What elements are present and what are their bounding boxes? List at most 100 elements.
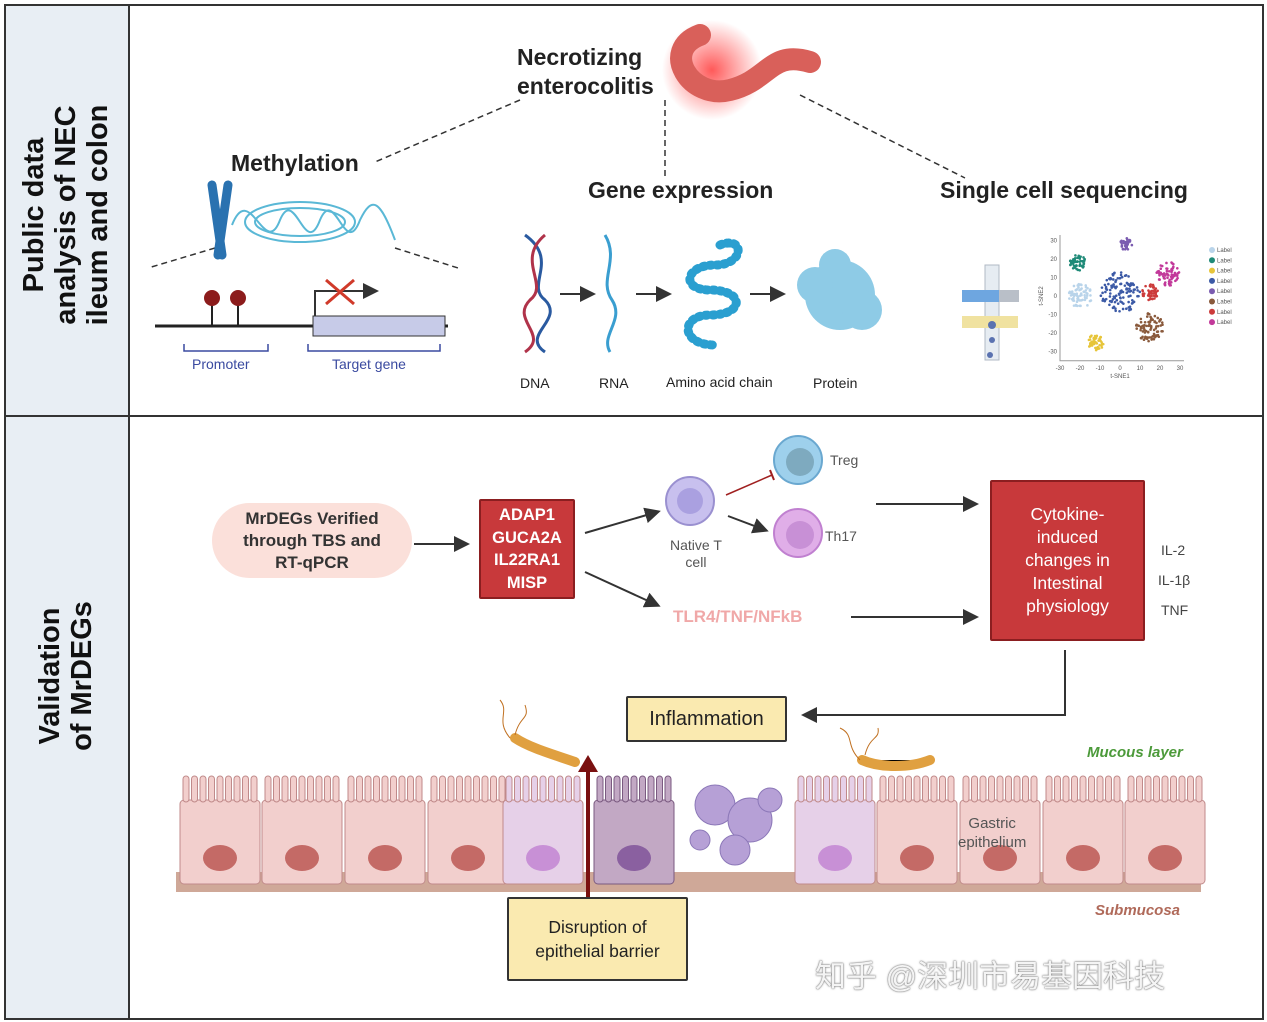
microvillus [415,775,423,803]
data-point [1127,290,1130,293]
data-point [1113,285,1116,289]
data-point [1119,296,1122,300]
data-point [1111,298,1115,301]
data-point [1143,320,1147,324]
data-point [1172,265,1175,269]
cytokine-label: IL-1β [1158,572,1191,588]
data-point [1121,290,1125,294]
data-point [1094,340,1097,344]
microvillus [979,775,987,803]
data-point [1115,285,1118,289]
data-point [1167,269,1171,273]
microvillus [456,775,463,803]
data-point [1154,327,1158,330]
x-tick-label: -10 [1096,366,1105,372]
data-point [1074,254,1077,257]
mrdegs-text: MrDEGs Verified through TBS and RT-qPCR [243,508,381,572]
th17-cell-icon [773,508,823,558]
disruption-box: Disruption of epithelial barrier [507,897,688,981]
data-point [1120,275,1124,279]
epithelial-cell [261,799,343,885]
data-point [1078,262,1082,266]
microvillus [814,775,822,803]
plot-axes [1059,234,1184,362]
data-point [1119,273,1123,277]
microvillus [1022,775,1029,803]
epithelial-cell [1124,799,1206,885]
cell-nucleus [526,845,560,871]
cell-nucleus [983,845,1017,871]
data-point [1089,294,1092,297]
data-point [1088,288,1092,291]
data-point [1166,276,1169,280]
microvillus [865,775,873,803]
data-point [1080,283,1083,287]
data-point [1112,305,1116,309]
data-point [1099,294,1103,298]
genes-box: ADAP1 GUCA2A IL22RA1 MISP [479,499,575,599]
data-point [1076,256,1079,260]
protein-icon [797,249,882,330]
microvillus [490,775,497,803]
microvillus [1054,775,1061,803]
data-point [1122,241,1126,245]
data-point [1110,300,1113,304]
microvillus [1088,775,1095,803]
microvillus [962,775,970,803]
microvillus [473,775,480,803]
data-point [1165,261,1168,265]
legend-swatch [1209,247,1215,253]
microvillus [622,775,629,803]
mrdegs-pill: MrDEGs Verified through TBS and RT-qPCR [212,503,412,578]
legend-swatch [1209,319,1215,326]
microvillus [347,775,355,803]
y-tick-label: 30 [1050,239,1057,245]
data-point [1092,342,1096,346]
data-point [1167,273,1170,277]
data-point [1085,296,1088,300]
section-label-column [4,4,130,1018]
data-point [1155,325,1158,328]
data-point [1152,328,1156,332]
microvillus [630,775,638,803]
microvillus [639,775,646,803]
inflammation-box: Inflammation [626,696,787,742]
data-point [1150,289,1153,293]
data-point [1128,287,1131,291]
data-point [1113,300,1117,304]
data-point [1130,243,1134,247]
microvillus [1013,775,1021,803]
microvillus [573,775,581,803]
data-point [1150,294,1153,298]
microvillus [1195,775,1203,803]
microvillus [1030,775,1038,803]
data-point [1132,290,1135,294]
treg-cell-icon [773,435,823,485]
data-point [1071,293,1074,297]
data-point [1121,247,1125,251]
data-point [1079,299,1083,302]
data-point [1133,288,1137,291]
data-point [1085,294,1089,297]
legend-swatch [1209,267,1215,274]
data-point [1101,291,1104,295]
epithelial-cell [794,799,876,885]
data-point [1145,315,1149,318]
microvillus [539,775,547,803]
submucosa-label: Submucosa [1095,902,1181,919]
microvillus [373,775,380,803]
target-gene-label: Target gene [332,356,406,372]
microvillus [250,775,258,803]
legend-label: Label [1217,289,1232,295]
microvillus [1062,775,1070,803]
microvillus [565,775,572,803]
x-tick-label: -20 [1076,366,1085,372]
damaged-cell-fragments [689,784,783,866]
microvillus [464,775,472,803]
data-point [1132,283,1135,287]
gene-expression-title: Gene expression [588,177,774,203]
microvillus [971,775,978,803]
data-point [1157,269,1161,273]
data-point [1098,338,1102,342]
